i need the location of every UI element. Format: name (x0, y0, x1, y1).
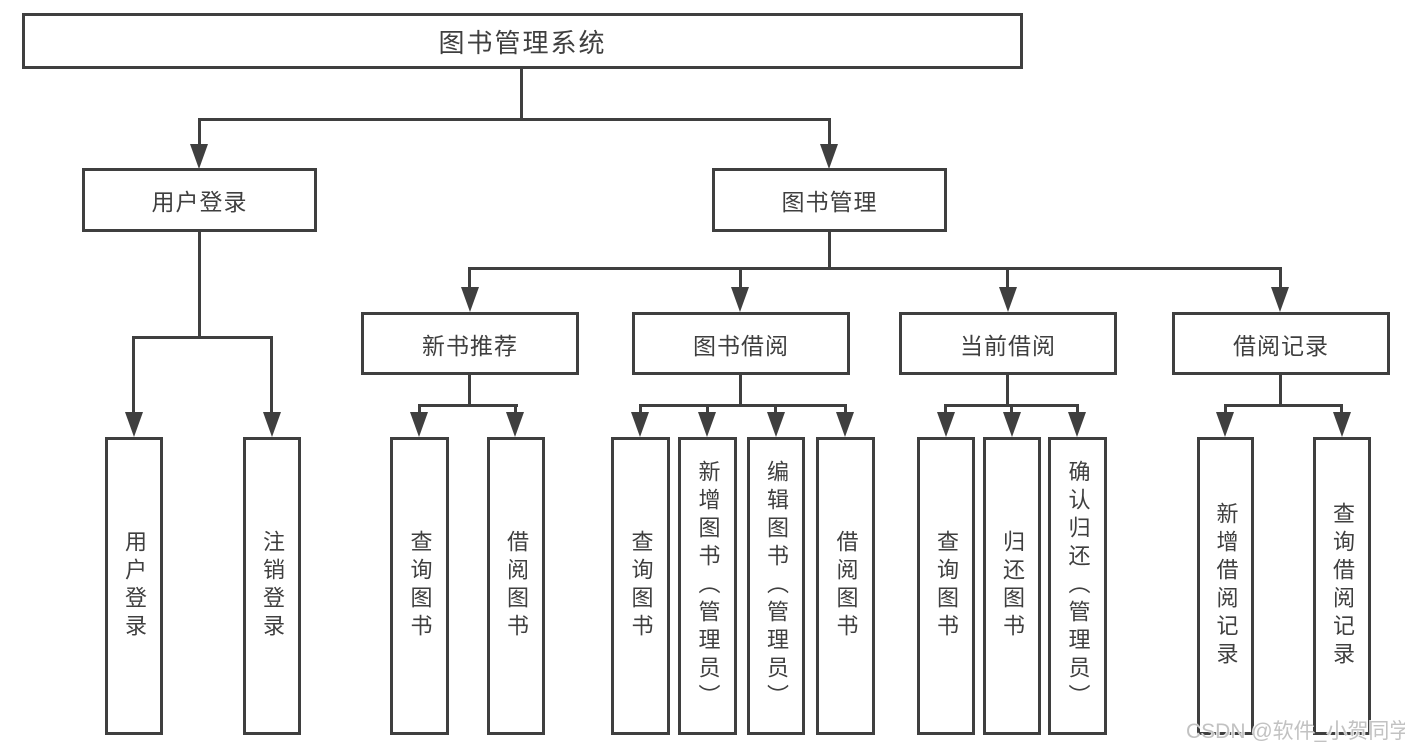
node-label: 编辑图书（管理员） (764, 460, 789, 712)
arrowhead-down-icon (1216, 412, 1234, 437)
connector-vline (1006, 375, 1009, 407)
arrowhead-down-icon (1271, 287, 1289, 312)
node-label: 新书推荐 (422, 332, 518, 359)
node-book-borrowing: 图书借阅 (632, 312, 850, 375)
node-leaf-edit-books-admin: 编辑图书（管理员） (747, 437, 805, 735)
connector-vline (706, 404, 709, 418)
connector-vline (1006, 267, 1009, 292)
node-label: 注销登录 (260, 530, 285, 642)
connector-vline (514, 404, 517, 418)
csdn-watermark: CSDN @软件_小贺同学 (1186, 720, 1405, 743)
arrowhead-down-icon (410, 412, 428, 437)
node-leaf-borrow-books: 借阅图书 (816, 437, 875, 735)
connector-vline (739, 267, 742, 292)
node-label: 查询借阅记录 (1330, 502, 1355, 670)
arrowhead-down-icon (937, 412, 955, 437)
connector-vline (270, 336, 273, 416)
connector-hline (468, 267, 1282, 270)
node-label: 借阅图书 (833, 530, 859, 642)
node-leaf-return-books: 归还图书 (983, 437, 1041, 735)
node-label: 新增图书（管理员） (695, 460, 721, 712)
connector-vline (639, 404, 642, 418)
node-book-management: 图书管理 (712, 168, 947, 232)
node-leaf-logout: 注销登录 (243, 437, 301, 735)
connector-vline (418, 404, 421, 418)
node-current-borrowing: 当前借阅 (899, 312, 1117, 375)
arrowhead-down-icon (263, 412, 281, 437)
connector-vline (1340, 404, 1343, 418)
connector-vline (198, 118, 201, 148)
arrowhead-down-icon (1068, 412, 1086, 437)
node-label: 借阅记录 (1233, 332, 1329, 359)
node-label: 借阅图书 (504, 530, 529, 642)
arrowhead-down-icon (125, 412, 143, 437)
connector-vline (944, 404, 947, 418)
node-label: 当前借阅 (960, 332, 1056, 359)
arrowhead-down-icon (461, 287, 479, 312)
node-label: 用户登录 (122, 530, 147, 642)
connector-hline (418, 404, 518, 407)
node-leaf-query-books-current: 查询图书 (917, 437, 975, 735)
node-label: 查询图书 (628, 530, 654, 642)
node-leaf-query-books-recommend: 查询图书 (390, 437, 449, 735)
node-borrowing-records: 借阅记录 (1172, 312, 1390, 375)
connector-vline (1224, 404, 1227, 418)
node-leaf-user-login: 用户登录 (105, 437, 163, 735)
connector-vline (468, 375, 471, 407)
node-label: 查询图书 (407, 530, 433, 642)
arrowhead-down-icon (836, 412, 854, 437)
connector-vline (739, 375, 742, 407)
node-label: 新增借阅记录 (1213, 502, 1239, 670)
connector-vline (198, 232, 201, 339)
connector-hline (132, 336, 273, 339)
connector-vline (828, 118, 831, 148)
arrowhead-down-icon (1003, 412, 1021, 437)
node-label: 查询图书 (934, 530, 959, 642)
node-library-management-system: 图书管理系统 (22, 13, 1023, 69)
node-label: 确认归还（管理员） (1065, 460, 1091, 712)
node-label: 图书管理 (781, 189, 878, 215)
arrowhead-down-icon (698, 412, 716, 437)
node-user-login: 用户登录 (82, 168, 317, 232)
arrowhead-down-icon (767, 412, 785, 437)
node-label: 图书管理系统 (438, 27, 607, 58)
node-leaf-confirm-return-admin: 确认归还（管理员） (1048, 437, 1107, 735)
connector-hline (198, 118, 831, 121)
node-label: 图书借阅 (693, 332, 789, 359)
arrowhead-down-icon (506, 412, 524, 437)
connector-vline (1076, 404, 1079, 418)
arrowhead-down-icon (999, 287, 1017, 312)
connector-vline (1279, 267, 1282, 292)
node-new-book-recommendation: 新书推荐 (361, 312, 579, 375)
node-leaf-borrow-books-recommend: 借阅图书 (487, 437, 545, 735)
connector-hline (1224, 404, 1343, 407)
connector-vline (132, 336, 135, 416)
connector-vline (844, 404, 847, 418)
connector-vline (468, 267, 471, 292)
arrowhead-down-icon (820, 144, 838, 169)
node-leaf-query-borrow-record: 查询借阅记录 (1313, 437, 1371, 735)
arrowhead-down-icon (1333, 412, 1351, 437)
connector-hline (639, 404, 847, 407)
arrowhead-down-icon (631, 412, 649, 437)
connector-vline (828, 232, 831, 270)
connector-vline (520, 69, 523, 121)
connector-vline (1010, 404, 1013, 418)
connector-vline (1279, 375, 1282, 407)
node-leaf-query-books-borrowing: 查询图书 (611, 437, 670, 735)
node-label: 归还图书 (1000, 530, 1025, 642)
arrowhead-down-icon (731, 287, 749, 312)
node-leaf-add-borrow-record: 新增借阅记录 (1197, 437, 1254, 735)
node-leaf-add-books-admin: 新增图书（管理员） (678, 437, 737, 735)
arrowhead-down-icon (190, 144, 208, 169)
connector-vline (774, 404, 777, 418)
node-label: 用户登录 (151, 189, 248, 215)
